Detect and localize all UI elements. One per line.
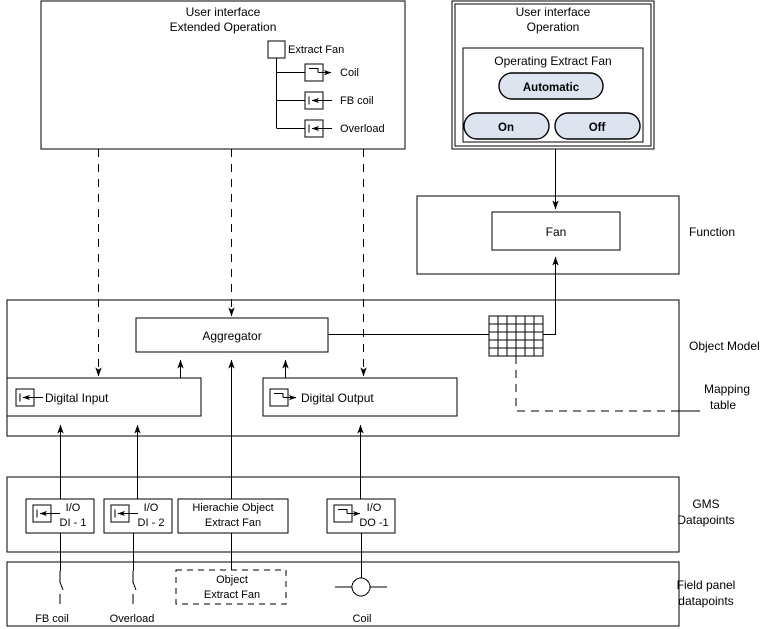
button-automatic-label: Automatic	[523, 82, 580, 94]
field-caption-fb-coil: FB coil	[35, 613, 69, 625]
side-label-mapping-line1: Mapping	[704, 382, 750, 396]
operating-group-title: Operating Extract Fan	[494, 54, 611, 68]
digital-output-label: Digital Output	[301, 391, 374, 405]
mapping-table-grid	[488, 315, 544, 357]
gms-hierarchie-line2: Extract Fan	[205, 517, 261, 529]
gms-do1-line2: DO -1	[359, 517, 388, 529]
button-automatic[interactable]	[498, 72, 604, 100]
coil-icon-stub	[309, 68, 319, 73]
fb-coil-contact-symbol	[59, 571, 64, 604]
tree-root-icon	[267, 40, 286, 59]
button-off-label: Off	[589, 122, 606, 134]
ui-extended-panel	[40, 0, 406, 150]
field-panel-layer-box	[6, 561, 680, 627]
side-label-gms-line2: Datapoints	[677, 513, 734, 527]
gms-hierarchie-line1: Hierachie Object	[192, 502, 273, 514]
field-caption-coil: Coil	[353, 613, 372, 625]
digital-output-icon-stub	[274, 393, 284, 398]
operating-buttons	[463, 72, 641, 140]
side-label-field-line1: Field panel	[677, 578, 736, 592]
side-label-gms-line1: GMS	[692, 497, 719, 511]
side-label-field-line2: datapoints	[678, 594, 733, 608]
digital-input-label: Digital Input	[45, 391, 109, 405]
gms-di2-line1: I/O	[144, 502, 159, 514]
ui-operation-title-line2: Operation	[527, 20, 580, 34]
gms-di1-line1: I/O	[66, 502, 81, 514]
button-on[interactable]	[463, 112, 550, 140]
fan-block-label: Fan	[546, 225, 567, 239]
button-on-label: On	[498, 122, 514, 134]
overload-contact-symbol	[132, 571, 137, 604]
field-object-line1: Object	[216, 574, 248, 586]
ui-extended-title-line2: Extended Operation	[170, 20, 277, 34]
do1-icon-stub	[338, 509, 348, 514]
tree-label-coil[interactable]: Coil	[340, 67, 359, 79]
button-off[interactable]	[554, 112, 641, 140]
ui-operation-title-line1: User interface	[516, 5, 591, 19]
gms-di2-line2: DI - 2	[138, 517, 165, 529]
aggregator-block	[135, 317, 329, 353]
tree-label-overload[interactable]: Overload	[340, 123, 385, 135]
gms-do1-line1: I/O	[367, 502, 382, 514]
field-object-extract-fan-box	[175, 569, 287, 605]
field-object-line2: Extract Fan	[204, 589, 260, 601]
aggregator-label: Aggregator	[202, 329, 261, 343]
ui-extended-title-line1: User interface	[186, 5, 261, 19]
conn-mapping-to-fan	[543, 256, 559, 335]
side-label-function: Function	[689, 225, 735, 239]
gms-item-hierarchie	[177, 498, 289, 534]
side-label-mapping-line2: table	[710, 398, 736, 412]
conn-mapping-leader	[515, 356, 679, 412]
tree-label-fb-coil[interactable]: FB coil	[340, 95, 374, 107]
side-label-object-model: Object Model	[689, 339, 760, 353]
gms-di1-line2: DI - 1	[60, 517, 87, 529]
fan-block	[491, 211, 621, 251]
tree-root-label[interactable]: Extract Fan	[288, 44, 344, 56]
field-caption-overload: Overload	[110, 613, 155, 625]
